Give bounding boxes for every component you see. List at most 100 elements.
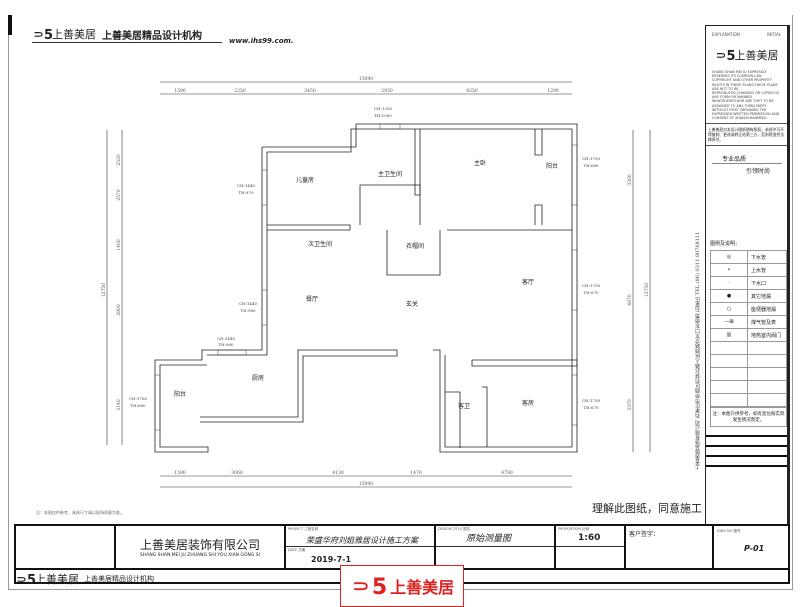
dim-left: 2570 <box>116 189 122 201</box>
room-label: 玄关 <box>406 300 418 308</box>
legend-label: 其它地漏 <box>747 289 787 304</box>
window-th: TH:960 <box>218 342 234 347</box>
dim-left: 3140 <box>116 399 122 411</box>
title-block: 上善美居装饰有限公司 SHANG SHAN MEI JU ZHUANG SHI … <box>14 524 790 570</box>
drawing-no: P-01 <box>744 544 765 553</box>
tb-drawing-no: DWG.NO 图号 P-01 <box>714 526 788 568</box>
window <box>261 169 268 206</box>
project-label: PROJECT 工程名称 <box>288 527 319 531</box>
window <box>261 289 268 326</box>
date-label: DATE 日期 <box>288 548 306 552</box>
room-label: 阳台 <box>546 162 558 170</box>
company-name: 上善美居装饰有限公司 <box>139 538 260 552</box>
legend-note: 注：本图只供参考，如有变化按实际发生情况而定。 <box>710 407 787 428</box>
window-ch: CH:1350 <box>374 106 393 111</box>
legend-table: ◎下水管 •上水管 ·下水口 ●其它地漏 ○座便器地漏 —⊠煤气管及表 ▥地热室… <box>710 250 787 408</box>
window-th: TH:680 <box>583 163 599 168</box>
footer-brand-name: 上善美居精品设计机构 <box>84 575 155 583</box>
legend-row: —⊠煤气管及表 <box>710 315 787 330</box>
legend-label: 下水管 <box>747 250 787 265</box>
website-url[interactable]: www.ihs99.com. <box>229 37 294 45</box>
room-label: 主卧 <box>474 159 486 167</box>
tb-client-sign[interactable]: 客户签字： <box>626 526 714 568</box>
dim-bottom: 4780 <box>501 470 513 476</box>
window <box>379 123 401 130</box>
window-ch: CH:1750 <box>582 398 601 403</box>
tb-design-title: DESIGN TITLE 图名原始测量图 <box>436 526 556 568</box>
water-pipe-icon: • <box>710 263 748 278</box>
window-ch: CH:1440 <box>237 183 256 188</box>
legend-row: ○座便器地漏 <box>710 302 787 317</box>
dimension-lines <box>106 81 651 488</box>
dim-left-total: 12750 <box>101 283 107 297</box>
room-label: 次卫生间 <box>308 240 332 248</box>
tb-notes <box>16 526 116 568</box>
drain-outlet-icon: · <box>710 276 748 291</box>
windows-marks <box>154 123 578 431</box>
dim-right: 4870 <box>627 294 633 306</box>
legend-label: 煤气管及表 <box>747 315 787 330</box>
room-label: 阳台 <box>174 390 186 398</box>
dim-bottom: 1470 <box>410 470 422 476</box>
agreement-text: 理解此图纸，同意施工 <box>592 502 702 515</box>
window-ch: CH:1440 <box>217 336 236 341</box>
legend-label: 地热室内阀门 <box>747 328 787 343</box>
heating-valve-icon: ▥ <box>710 328 748 343</box>
window-ch: CH:1440 <box>239 301 258 306</box>
room-label: 儿童房 <box>296 176 314 184</box>
room-label: 衣帽间 <box>406 242 424 250</box>
initial-label: INITIAL <box>767 32 781 37</box>
proportion-value: 1:60 <box>578 533 601 543</box>
room-label: 客厅 <box>522 278 534 286</box>
gas-meter-icon: —⊠ <box>710 315 748 330</box>
company-pinyin: SHANG SHAN MEI JU ZHUANG SHI YOU XIAN GO… <box>140 553 260 558</box>
stamp-logo-icon: ⸧5 <box>349 575 388 600</box>
plan-note: 注：本图仅供参考，具体尺寸请以现场测量为准。 <box>36 510 124 515</box>
dim-right: 3300 <box>627 174 633 186</box>
client-sign-label: 客户签字： <box>629 531 660 538</box>
dim-top: 1590 <box>174 88 186 94</box>
dim-bottom: 4130 <box>332 470 344 476</box>
walls <box>154 123 578 453</box>
window <box>571 144 578 206</box>
dim-top: 1290 <box>547 88 559 94</box>
date-value: 2019-7-1 <box>311 555 352 564</box>
window-ch: CH:1750 <box>582 156 601 161</box>
drawing-no-label: DWG.NO 图号 <box>717 529 741 533</box>
legend-row: ●其它地漏 <box>710 289 787 304</box>
slogan-2: 引领时尚 <box>746 168 771 176</box>
legend-row: ◎下水管 <box>710 250 787 265</box>
legend-label: 上水管 <box>747 263 787 278</box>
design-title: 原始测量图 <box>466 534 512 544</box>
header-rule <box>32 42 222 43</box>
explanation-label: EXPLANATION <box>712 32 740 37</box>
dim-right: 3370 <box>627 399 633 411</box>
corner-bar <box>8 15 12 35</box>
dim-right-total: 12750 <box>644 283 650 297</box>
window-th: TH:670 <box>583 405 599 410</box>
window-th: TH:960 <box>240 308 256 313</box>
copyright-english: SHANG SHAN MEI JU EXPRESSLY RESERVES ITS… <box>712 70 780 121</box>
room-label: 主卫生间 <box>378 170 402 178</box>
window <box>217 349 247 356</box>
room-label: 客卫 <box>458 402 470 410</box>
legend-label: 座便器地漏 <box>747 302 787 317</box>
window-th: TH:670 <box>583 290 599 295</box>
project-name: 荣盛华府刘姐雅居设计施工方案 <box>306 536 418 545</box>
design-title-label: DESIGN TITLE 图名 <box>438 527 471 531</box>
room-label: 餐厅 <box>306 295 318 303</box>
window <box>571 374 578 426</box>
drain-pipe-icon: ◎ <box>710 250 748 265</box>
brand-name: 上善美居精品设计机构 <box>102 30 203 42</box>
dim-bottom: 1590 <box>174 470 186 476</box>
room-label: 厨房 <box>252 374 264 382</box>
dim-top: 3450 <box>304 88 316 94</box>
